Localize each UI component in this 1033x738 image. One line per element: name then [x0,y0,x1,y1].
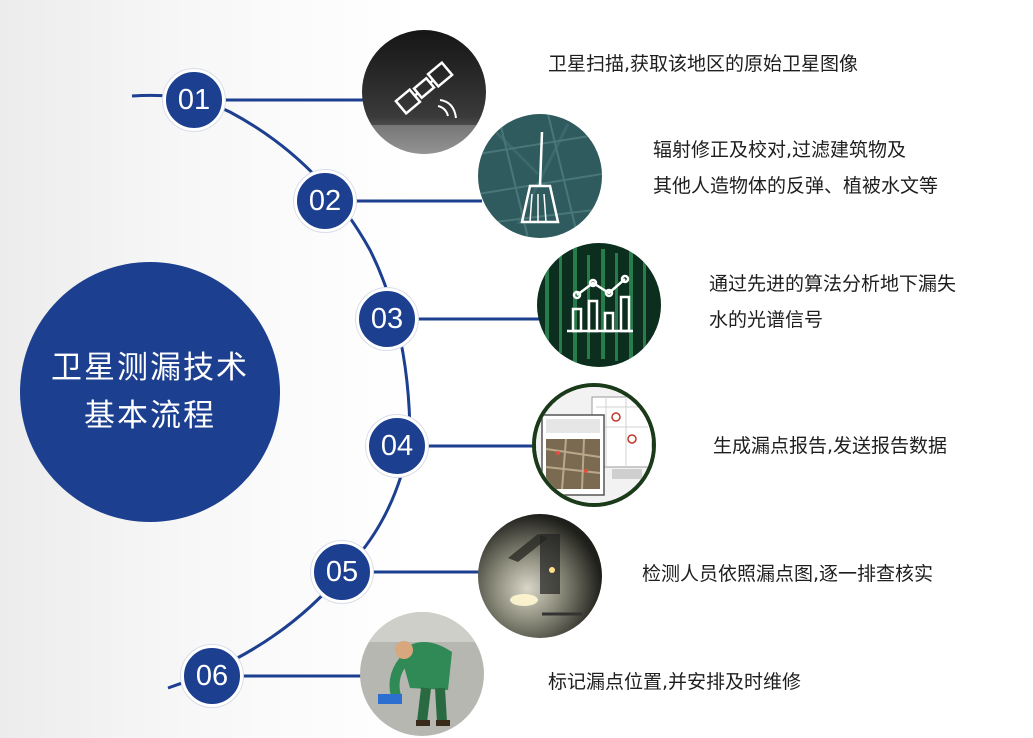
satellite-icon [362,30,486,154]
report-screen-icon [536,387,652,503]
step-number-06: 06 [181,645,243,707]
step-04-photo [532,383,656,507]
step-03-text-line2: 水的光谱信号 [709,309,824,331]
step-01-photo [362,30,486,154]
step-number-04: 04 [366,415,428,477]
step-05-label: 检测人员依照漏点图,逐一排查核实 [642,556,933,592]
worker-marking-icon [360,612,484,736]
step-02-text-line1: 辐射修正及校对,过滤建筑物及 [653,139,907,161]
hub-circle: 卫星测漏技术 基本流程 [20,262,280,522]
step-02-photo [478,114,602,238]
step-04-text-line1: 生成漏点报告,发送报告数据 [713,435,948,457]
step-03-text-line1: 通过先进的算法分析地下漏失 [709,273,957,295]
step-04-label: 生成漏点报告,发送报告数据 [713,428,947,464]
step-06-photo [360,612,484,736]
step-05-text-line1: 检测人员依照漏点图,逐一排查核实 [642,563,934,585]
step-02-label: 辐射修正及校对,过滤建筑物及 其他人造物体的反弹、植被水文等 [653,132,938,204]
hub-title-line2: 基本流程 [84,398,216,434]
step-02-text-line2: 其他人造物体的反弹、植被水文等 [653,175,939,197]
step-number-01: 01 [163,69,225,131]
step-01-text-line1: 卫星扫描,获取该地区的原始卫星图像 [548,53,859,75]
step-06-label: 标记漏点位置,并安排及时维修 [548,664,801,700]
step-05-photo [478,514,602,638]
hub-title-line1: 卫星测漏技术 [51,349,249,386]
step-03-photo [537,243,661,367]
timeline-arc [131,93,412,690]
step-01-label: 卫星扫描,获取该地区的原始卫星图像 [548,46,858,82]
pipe-inspection-icon [478,514,602,638]
step-number-03: 03 [356,288,418,350]
analytics-chart-icon [537,243,661,367]
step-number-02: 02 [294,170,356,232]
step-06-text-line1: 标记漏点位置,并安排及时维修 [548,671,802,693]
step-number-05: 05 [311,541,373,603]
broom-icon [478,114,602,238]
step-03-label: 通过先进的算法分析地下漏失 水的光谱信号 [709,266,956,338]
